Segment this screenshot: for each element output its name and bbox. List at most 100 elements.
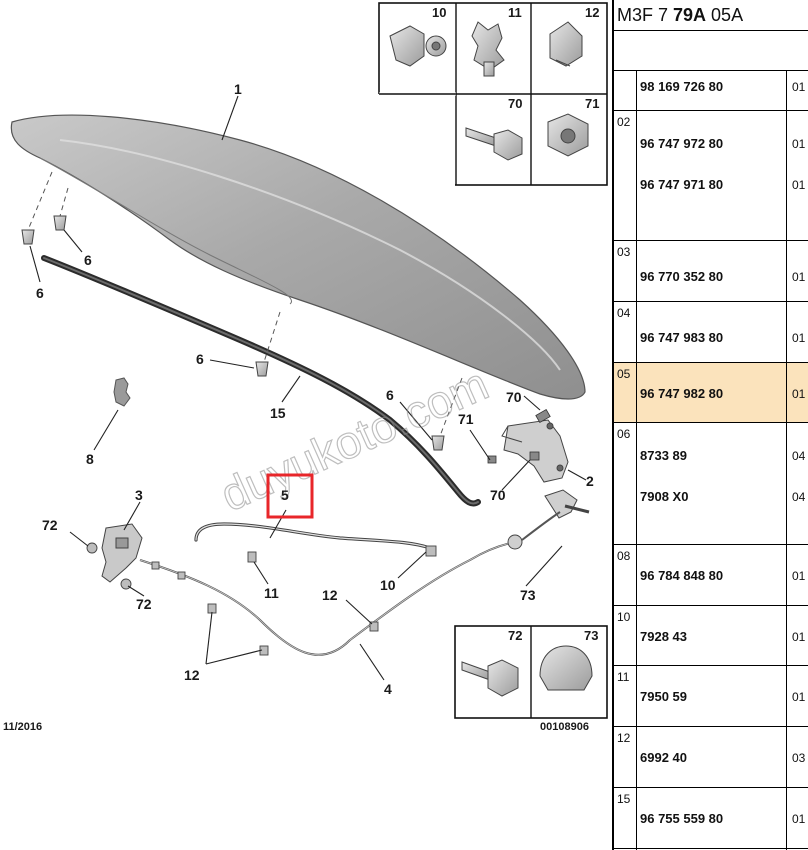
quantity: 04 xyxy=(792,490,806,504)
item-number: 10 xyxy=(614,606,637,665)
callout-70: 70 xyxy=(506,389,522,405)
quantity-cell: 03 xyxy=(787,727,808,787)
quantity: 01 xyxy=(792,569,806,583)
drawing-number: 00108906 xyxy=(540,721,589,733)
reference-group: 79A xyxy=(673,5,707,25)
diagram-date: 11/2016 xyxy=(3,721,42,733)
quantity: 01 xyxy=(792,630,806,644)
part-number-cell: 96 747 982 80 xyxy=(637,363,787,422)
table-row[interactable]: 98 169 726 80 01 xyxy=(614,71,808,111)
part-number: 98 169 726 80 xyxy=(640,79,724,94)
reference-prefix: M3F 7 xyxy=(617,5,674,25)
quantity: 01 xyxy=(792,812,806,826)
callout-3: 3 xyxy=(135,487,143,503)
callout-12: 12 xyxy=(322,587,338,603)
item-number: 12 xyxy=(614,727,637,787)
item-number: 04 xyxy=(614,302,637,362)
item-number xyxy=(614,71,637,110)
quantity-cell: 01 xyxy=(787,363,808,422)
item-number: 05 xyxy=(614,363,637,422)
inset-label-72: 72 xyxy=(508,628,522,643)
quantity: 01 xyxy=(792,690,806,704)
quantity: 01 xyxy=(792,80,806,94)
item-number: 15 xyxy=(614,788,637,848)
quantity-cell: 01 xyxy=(787,241,808,301)
callout-11: 11 xyxy=(264,585,279,601)
part-number: 96 747 983 80 xyxy=(640,330,724,345)
quantity: 03 xyxy=(792,751,806,765)
part-number-cell: 96 747 983 80 xyxy=(637,302,787,362)
callout-2: 2 xyxy=(586,473,594,489)
item-number: 06 xyxy=(614,423,637,544)
callout-1: 1 xyxy=(234,81,242,97)
part-number: 96 755 559 80 xyxy=(640,811,724,826)
part-number: 96 747 972 80 xyxy=(640,136,724,151)
quantity-cell: 01 xyxy=(787,302,808,362)
bonnet-part xyxy=(10,114,586,400)
fasteners-inset-bottom: 72 73 xyxy=(454,625,608,719)
part-number-cell: 96 770 352 80 xyxy=(637,241,787,301)
part-number-cell: 96 747 972 80 96 747 971 80 xyxy=(637,111,787,240)
inset-label-10: 10 xyxy=(432,5,446,20)
part-number-cell: 6992 40 xyxy=(637,727,787,787)
quantity: 01 xyxy=(792,178,806,192)
quantity: 01 xyxy=(792,331,806,345)
callout-15: 15 xyxy=(270,405,286,421)
item-number: 02 xyxy=(614,111,637,240)
lion-emblem-part xyxy=(113,377,131,407)
part-number: 8733 89 xyxy=(640,448,687,463)
part-number: 7950 59 xyxy=(640,689,687,704)
callout-73: 73 xyxy=(520,587,536,603)
part-number: 7908 X0 xyxy=(640,489,689,504)
part-number: 96 770 352 80 xyxy=(640,269,724,284)
callout-71: 71 xyxy=(458,411,474,427)
callout-6: 6 xyxy=(196,351,204,367)
callout-8: 8 xyxy=(86,451,94,467)
quantity-cell: 01 xyxy=(787,545,808,605)
callout-72: 72 xyxy=(136,596,152,612)
part-number-cell: 96 755 559 80 xyxy=(637,788,787,848)
inset-label-70: 70 xyxy=(508,96,522,111)
quantity: 01 xyxy=(792,270,806,284)
exploded-parts-diagram: duyukoto.com 1 6 6 6 6 15 8 70 71 70 2 3… xyxy=(3,2,608,733)
quantity-cell: 01 xyxy=(787,71,808,110)
diagram-reference: M3F 7 79A 05A xyxy=(614,0,808,31)
quantity-cell: 01 01 xyxy=(787,111,808,240)
part-number-cell: 7928 43 xyxy=(637,606,787,665)
callout-72: 72 xyxy=(42,517,58,533)
inset-label-71: 71 xyxy=(585,96,599,111)
watermark-text: duyukoto.com xyxy=(213,357,496,521)
part-number-cell: 8733 89 7908 X0 xyxy=(637,423,787,544)
table-header xyxy=(614,31,808,71)
item-number: 03 xyxy=(614,241,637,301)
item-number: 08 xyxy=(614,545,637,605)
callout-4: 4 xyxy=(384,681,392,697)
quantity: 01 xyxy=(792,387,806,401)
callout-6: 6 xyxy=(84,252,92,268)
reference-suffix: 05A xyxy=(706,5,744,25)
part-number: 96 747 971 80 xyxy=(640,177,724,192)
callout-70: 70 xyxy=(490,487,506,503)
callout-6: 6 xyxy=(36,285,44,301)
callout-5: 5 xyxy=(281,487,289,503)
part-number-cell: 98 169 726 80 xyxy=(637,71,787,110)
callout-12: 12 xyxy=(184,667,200,683)
quantity: 01 xyxy=(792,137,806,151)
quantity-cell: 01 xyxy=(787,788,808,848)
item-number: 11 xyxy=(614,666,637,726)
highlight-box xyxy=(266,473,314,519)
quantity-cell: 01 xyxy=(787,666,808,726)
